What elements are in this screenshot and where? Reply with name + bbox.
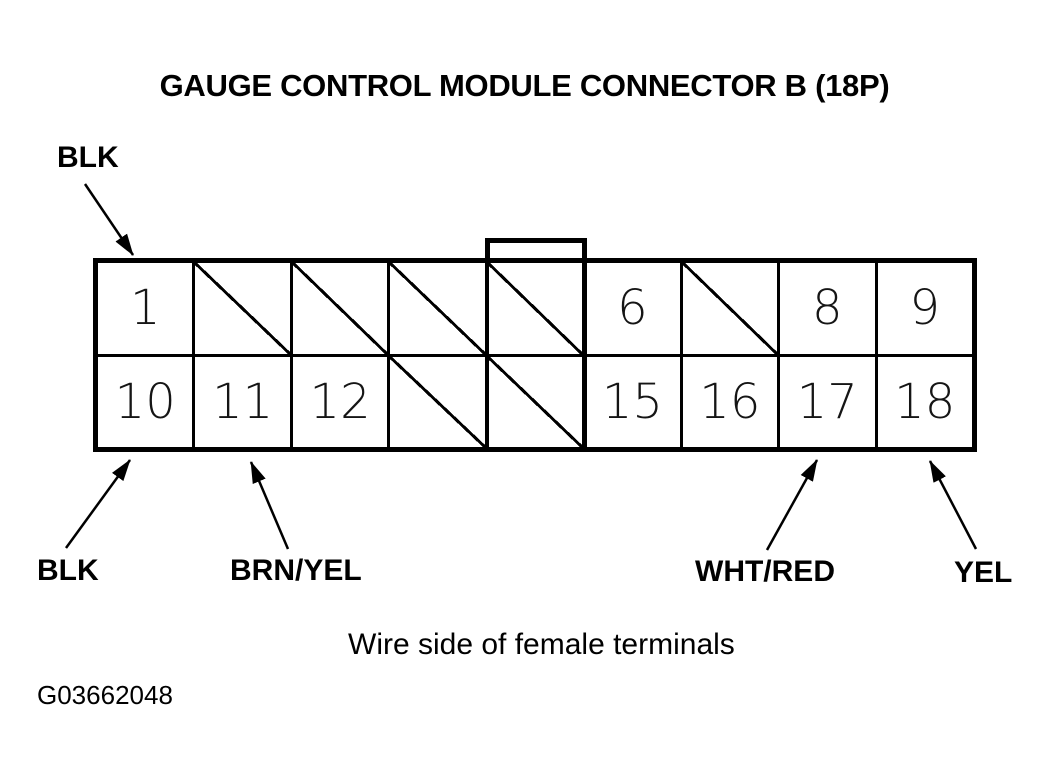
pin-number: 16 [699, 373, 761, 430]
arrow-brn-yel [249, 461, 290, 550]
blocked-cavity [487, 356, 586, 447]
pin-number: 12 [309, 373, 371, 430]
pin-cavity-17: 17 [780, 356, 878, 447]
pin-number: 15 [601, 373, 663, 430]
view-caption: Wire side of female terminals [348, 628, 735, 661]
blocked-cavity [487, 263, 586, 354]
pin-cavity-12: 12 [293, 356, 391, 447]
pin-cavity-11: 11 [195, 356, 293, 447]
blocked-cavity [390, 356, 488, 447]
blocked-cavity [682, 263, 781, 354]
page-title: GAUGE CONTROL MODULE CONNECTOR B (18P) [159, 68, 890, 103]
pin-cavity-15: 15 [585, 356, 683, 447]
wire-label-brn-yel: BRN/YEL [230, 554, 362, 587]
wire-label-wht-red: WHT/RED [695, 555, 835, 588]
blocked-cavity [195, 263, 293, 354]
blocked-cavity [292, 263, 391, 354]
pin-number: 9 [909, 280, 940, 337]
arrow-blk-bottom [64, 459, 132, 549]
pin-cavity-1: 1 [98, 263, 196, 354]
blocked-cavity [390, 263, 488, 354]
pin-cavity-9: 9 [878, 263, 972, 354]
connector-key-tab [485, 238, 587, 263]
arrow-blk-top [83, 183, 135, 256]
arrow-wht-red [765, 459, 819, 551]
pin-number: 18 [894, 373, 956, 430]
pin-number: 6 [617, 280, 648, 337]
wire-label-blk-top: BLK [57, 141, 119, 174]
pin-number: 8 [812, 280, 843, 337]
wire-label-yel: YEL [954, 556, 1013, 589]
wire-label-blk-bottom: BLK [37, 554, 99, 587]
figure-id: G03662048 [37, 680, 173, 710]
pin-cavity-6: 6 [585, 263, 683, 354]
pin-cavity-16: 16 [683, 356, 781, 447]
pin-cavity-8: 8 [780, 263, 878, 354]
pin-number: 1 [129, 280, 161, 337]
pin-cavity-10: 10 [98, 356, 196, 447]
pin-number: 11 [212, 373, 274, 430]
pin-number: 17 [796, 373, 858, 430]
pin-cavity-18: 18 [878, 357, 972, 448]
pin-number: 10 [114, 373, 176, 430]
pin-row-2: 10 11 12 15 16 17 18 [98, 356, 972, 448]
arrow-yel [928, 460, 978, 550]
